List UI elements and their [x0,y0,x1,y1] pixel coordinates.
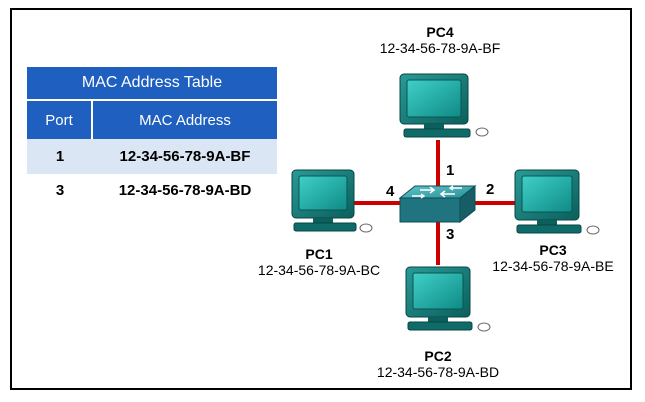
pc1-label: PC1 12-34-56-78-9A-BC [244,246,394,278]
pc2-label: PC2 12-34-56-78-9A-BD [358,348,518,380]
pc2-computer-icon [405,266,491,332]
table-row: 3 12-34-56-78-9A-BD [27,174,277,207]
pc3-computer-icon [514,169,600,235]
pc1-mac: 12-34-56-78-9A-BC [257,262,381,278]
pc1-name: PC1 [305,246,333,262]
col-header-port: Port [27,101,93,139]
pc4-computer-icon [399,73,489,138]
port-number-3: 3 [446,226,455,243]
table-title-row: MAC Address Table [27,67,277,101]
pc4-label: PC4 12-34-56-78-9A-BF [360,24,520,56]
table-cell-port: 3 [27,174,93,207]
mac-address-table: MAC Address Table Port MAC Address 1 12-… [27,67,277,207]
port-number-4: 4 [386,183,395,200]
table-cell-mac: 12-34-56-78-9A-BF [93,139,277,174]
pc2-mac: 12-34-56-78-9A-BD [376,364,500,380]
pc1-computer-icon [291,169,373,233]
pc3-mac: 12-34-56-78-9A-BE [492,258,614,274]
table-row: 1 12-34-56-78-9A-BF [27,139,277,174]
table-cell-mac: 12-34-56-78-9A-BD [93,174,277,207]
port-number-2: 2 [486,181,495,198]
switch-icon [398,184,477,224]
pc4-name: PC4 [426,24,454,40]
pc3-name: PC3 [539,242,567,258]
pc3-label: PC3 12-34-56-78-9A-BE [478,242,628,274]
col-header-mac: MAC Address [93,101,277,139]
table-cell-port: 1 [27,139,93,174]
network-links [352,140,515,265]
port-number-1: 1 [446,162,455,179]
pc2-name: PC2 [424,348,452,364]
table-title: MAC Address Table [27,67,277,101]
pc4-mac: 12-34-56-78-9A-BF [379,40,501,56]
table-header-row: Port MAC Address [27,101,277,139]
